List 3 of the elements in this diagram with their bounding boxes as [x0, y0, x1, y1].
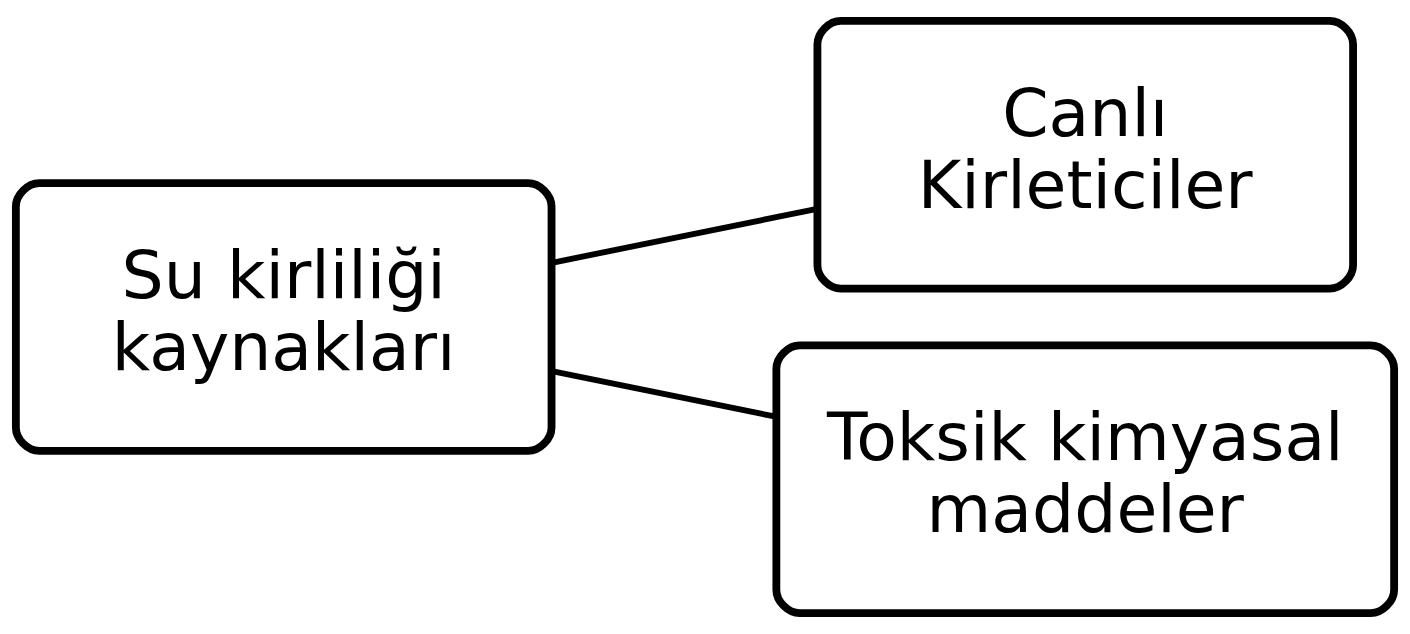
node-box: Toksik kimyasal maddeler	[772, 341, 1399, 618]
node-box: Su kirliliği kaynakları	[11, 179, 556, 455]
node-box: Canlı Kirleticiler	[813, 16, 1357, 293]
